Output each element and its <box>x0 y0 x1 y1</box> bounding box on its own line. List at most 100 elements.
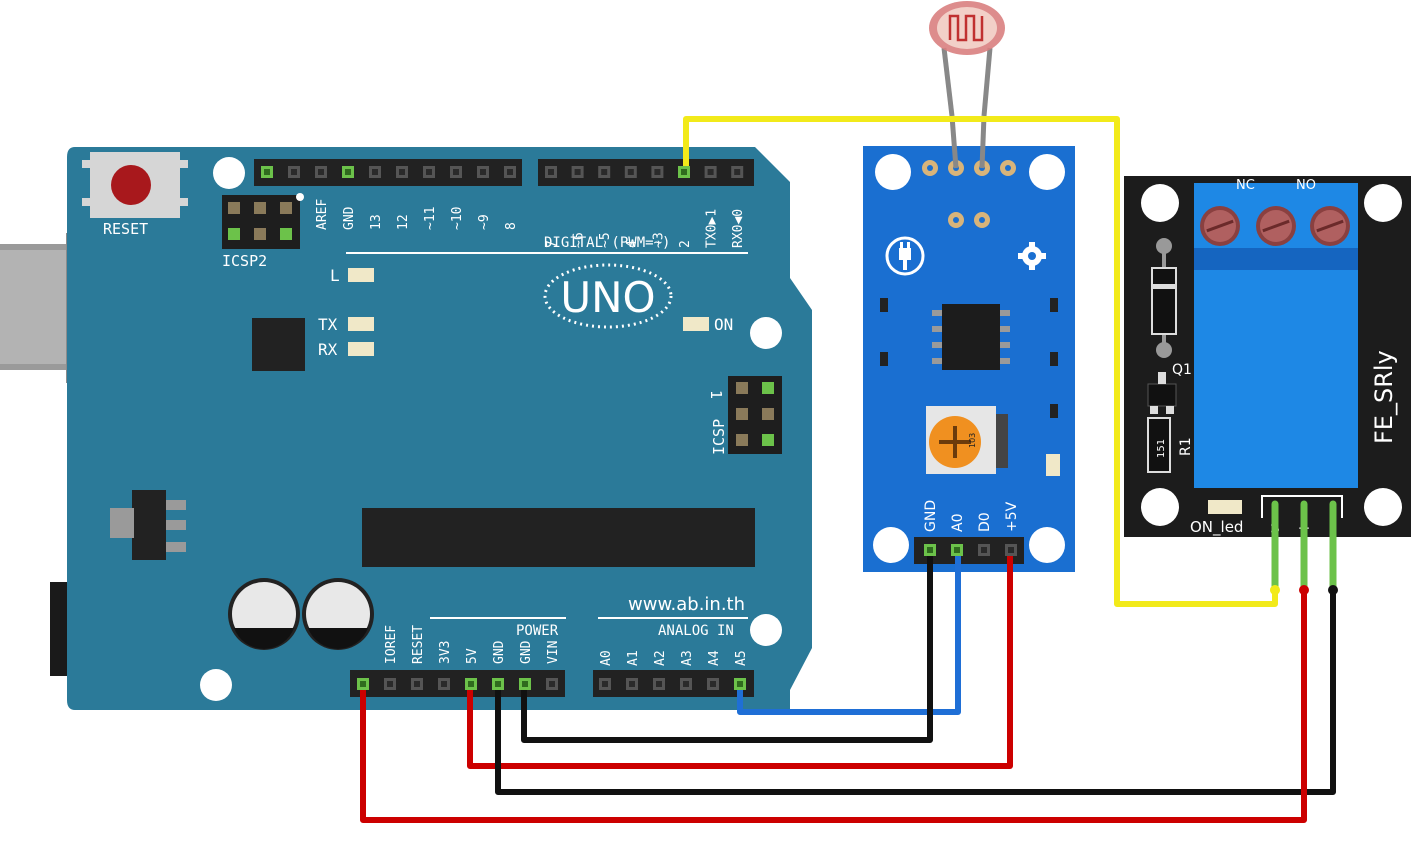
power-pin-hole <box>495 681 501 687</box>
digital-pin-label-left-2: 13 <box>369 214 384 230</box>
digital-left-pin-hole <box>318 169 324 175</box>
icsp2-header <box>222 193 304 249</box>
digital-pin-label-left-4: ~11 <box>423 207 438 230</box>
led-tx-label: TX <box>318 315 338 334</box>
r1-value: 151 <box>1156 439 1167 458</box>
reset-label: RESET <box>103 220 148 238</box>
relay-terminal-block <box>1194 183 1358 270</box>
digital-right-pin-hole <box>601 169 608 175</box>
digital-pin-label-left-0: AREF <box>315 199 330 230</box>
power-pin-label-1: RESET <box>411 625 426 664</box>
power-pin-hole <box>360 681 366 687</box>
capacitor-1 <box>228 578 300 650</box>
wire-blue-a5-to-sensor-a0 <box>737 547 961 715</box>
on-led <box>1208 500 1242 514</box>
power-label: POWER <box>516 623 559 639</box>
icsp-pin1-label: 1 <box>707 390 725 399</box>
analog-pin-label-4: A4 <box>707 650 722 666</box>
led-l-label: L <box>330 266 340 285</box>
diode <box>1151 238 1177 358</box>
mcu-chip <box>362 508 755 567</box>
power-pin-hole <box>387 681 393 687</box>
digital-right-pin-hole <box>707 169 714 175</box>
relay-body <box>1194 270 1358 488</box>
analog-pin-hole <box>683 681 689 687</box>
digital-pin-label-right-2: ~5 <box>598 232 613 248</box>
arduino-uno-board: RESET ICSP2 <box>0 147 812 710</box>
digital-right-pin-hole <box>627 169 634 175</box>
uno-logo: UNO <box>560 273 655 322</box>
led-rx <box>348 342 374 356</box>
analog-pin-label-0: A0 <box>599 650 614 666</box>
led-l <box>348 268 374 282</box>
digital-pin-label-right-3: 4 <box>625 240 640 248</box>
usb-chip <box>252 318 305 371</box>
led-on <box>683 317 709 331</box>
wire-black-gnd-to-sensor-gnd <box>521 547 933 743</box>
digital-pin-label-right-0: 7 <box>545 240 560 248</box>
power-pin-hole <box>549 681 555 687</box>
analog-header <box>593 670 754 697</box>
digital-right-pin-hole <box>548 169 554 175</box>
analog-pin-label-1: A1 <box>626 650 641 666</box>
digital-left-pin-hole <box>453 169 459 175</box>
icsp-label: ICSP <box>710 419 728 455</box>
q1-label: Q1 <box>1172 362 1192 378</box>
digital-left-pin-hole <box>291 169 297 175</box>
icsp2-label: ICSP2 <box>222 252 267 270</box>
resistor-r1: 151 <box>1147 417 1171 473</box>
wires <box>360 116 1338 823</box>
power-header <box>350 670 565 697</box>
digital-header-right <box>538 159 754 186</box>
digital-right-pin-hole <box>681 169 687 175</box>
digital-pin-label-right-7: RX0◀0 <box>731 209 746 248</box>
digital-left-pin-hole <box>480 169 486 175</box>
digital-pin-label-left-1: GND <box>342 206 357 230</box>
terminal-no-label: NO <box>1296 178 1316 193</box>
sensor-pin-hole <box>927 547 933 553</box>
digital-right-pin-hole <box>734 169 741 175</box>
digital-pin-label-right-6: TX0▶1 <box>705 209 720 248</box>
digital-pin-label-right-4: ~3 <box>651 232 666 248</box>
analog-pin-hole <box>602 681 608 687</box>
voltage-regulator <box>110 490 186 560</box>
sensor-pin-label-3: +5V <box>1004 501 1020 532</box>
wire-red-ioref-to-relay-vcc <box>360 587 1307 823</box>
potentiometer: 103 <box>926 406 1008 474</box>
digital-pin-label-right-1: ~6 <box>572 232 587 248</box>
digital-pin-label-left-7: 8 <box>504 222 519 230</box>
power-pin-label-2: 3V3 <box>438 641 453 664</box>
analog-pin-label-2: A2 <box>653 650 668 666</box>
digital-pin-label-left-3: 12 <box>396 214 411 230</box>
digital-right-pin-hole <box>654 169 661 175</box>
digital-pin-label-right-5: 2 <box>678 240 693 248</box>
power-pin-label-0: IOREF <box>384 625 399 664</box>
capacitor-2 <box>302 578 374 650</box>
power-pin-label-5: GND <box>519 640 534 664</box>
digital-left-pin-hole <box>345 169 351 175</box>
on-led-label: ON_led <box>1190 518 1243 537</box>
digital-pin-label-left-6: ~9 <box>477 214 492 230</box>
analog-pin-hole <box>656 681 662 687</box>
sensor-pin-label-1: A0 <box>950 514 966 532</box>
digital-label: DIGITAL (PWM=~) <box>544 235 670 251</box>
transistor-q1 <box>1147 372 1177 414</box>
analog-pin-hole <box>629 681 635 687</box>
analog-pin-hole <box>710 681 716 687</box>
gear-icon <box>1018 242 1046 270</box>
wire-black-gnd-to-relay-gnd <box>495 587 1336 795</box>
power-pin-hole <box>441 681 447 687</box>
sensor-led <box>1046 454 1060 476</box>
icsp-header <box>728 376 782 454</box>
analog-pin-hole <box>737 681 743 687</box>
uno-logo-outline <box>543 263 673 329</box>
r1-label: R1 <box>1178 437 1194 456</box>
digital-left-pin-hole <box>426 169 432 175</box>
power-plug-icon <box>885 236 925 276</box>
power-pin-label-3: 5V <box>465 648 480 664</box>
power-pin-hole <box>522 681 528 687</box>
